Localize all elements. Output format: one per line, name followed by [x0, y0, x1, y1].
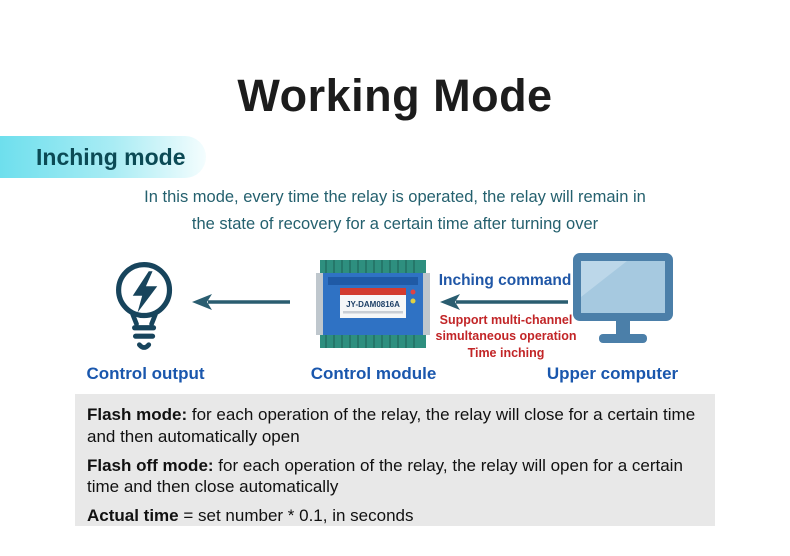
description-line-2: the state of recovery for a certain time…	[191, 215, 599, 234]
page-title: Working Mode	[237, 70, 553, 121]
description-line-1: In this mode, every time the relay is op…	[144, 188, 646, 206]
flash-mode-line: Flash mode: for each operation of the re…	[87, 404, 703, 448]
inching-mode-badge: Inching mode	[0, 136, 206, 178]
control-output-label: Control output	[86, 364, 205, 383]
actual-time-label: Actual time	[87, 506, 179, 525]
relay-module-image: JY-DAM0816A	[316, 260, 430, 348]
support-note-line-3: Time inching	[467, 345, 545, 360]
flash-off-mode-text: for each operation of the relay, the rel…	[87, 455, 683, 497]
flash-mode-text: for each operation of the relay, the rel…	[87, 405, 696, 446]
diagram-captions: Control output Control module Upper comp…	[0, 364, 790, 388]
arrow-left-computer-to-module-icon	[440, 294, 568, 310]
inching-command-label: Inching command	[438, 272, 572, 289]
actual-time-line: Actual time = set number * 0.1, in secon…	[87, 505, 703, 527]
computer-monitor-icon	[573, 253, 673, 343]
support-note-line-2: simultaneous operation	[435, 329, 577, 344]
flash-off-mode-line: Flash off mode: for each operation of th…	[87, 455, 703, 499]
support-note: Support multi-channel simultaneous opera…	[426, 312, 586, 361]
control-module-label: Control module	[310, 364, 437, 383]
workflow-diagram: JY-DAM0816A Inching command Support mult…	[0, 248, 790, 378]
arrow-left-module-to-output-icon	[192, 294, 290, 310]
upper-computer-label: Upper computer	[546, 364, 679, 383]
mode-description: In this mode, every time the relay is op…	[0, 184, 790, 238]
flash-off-mode-label: Flash off mode:	[87, 455, 214, 475]
actual-time-text: = set number * 0.1, in seconds	[183, 506, 414, 525]
light-bulb-icon	[116, 262, 173, 350]
flash-mode-label: Flash mode:	[87, 405, 188, 424]
support-note-line-1: Support multi-channel	[439, 313, 573, 327]
module-label-text: JY-DAM0816A	[346, 300, 400, 309]
inching-mode-badge-label: Inching mode	[36, 143, 186, 170]
mode-info-box: Flash mode: for each operation of the re…	[75, 394, 715, 526]
